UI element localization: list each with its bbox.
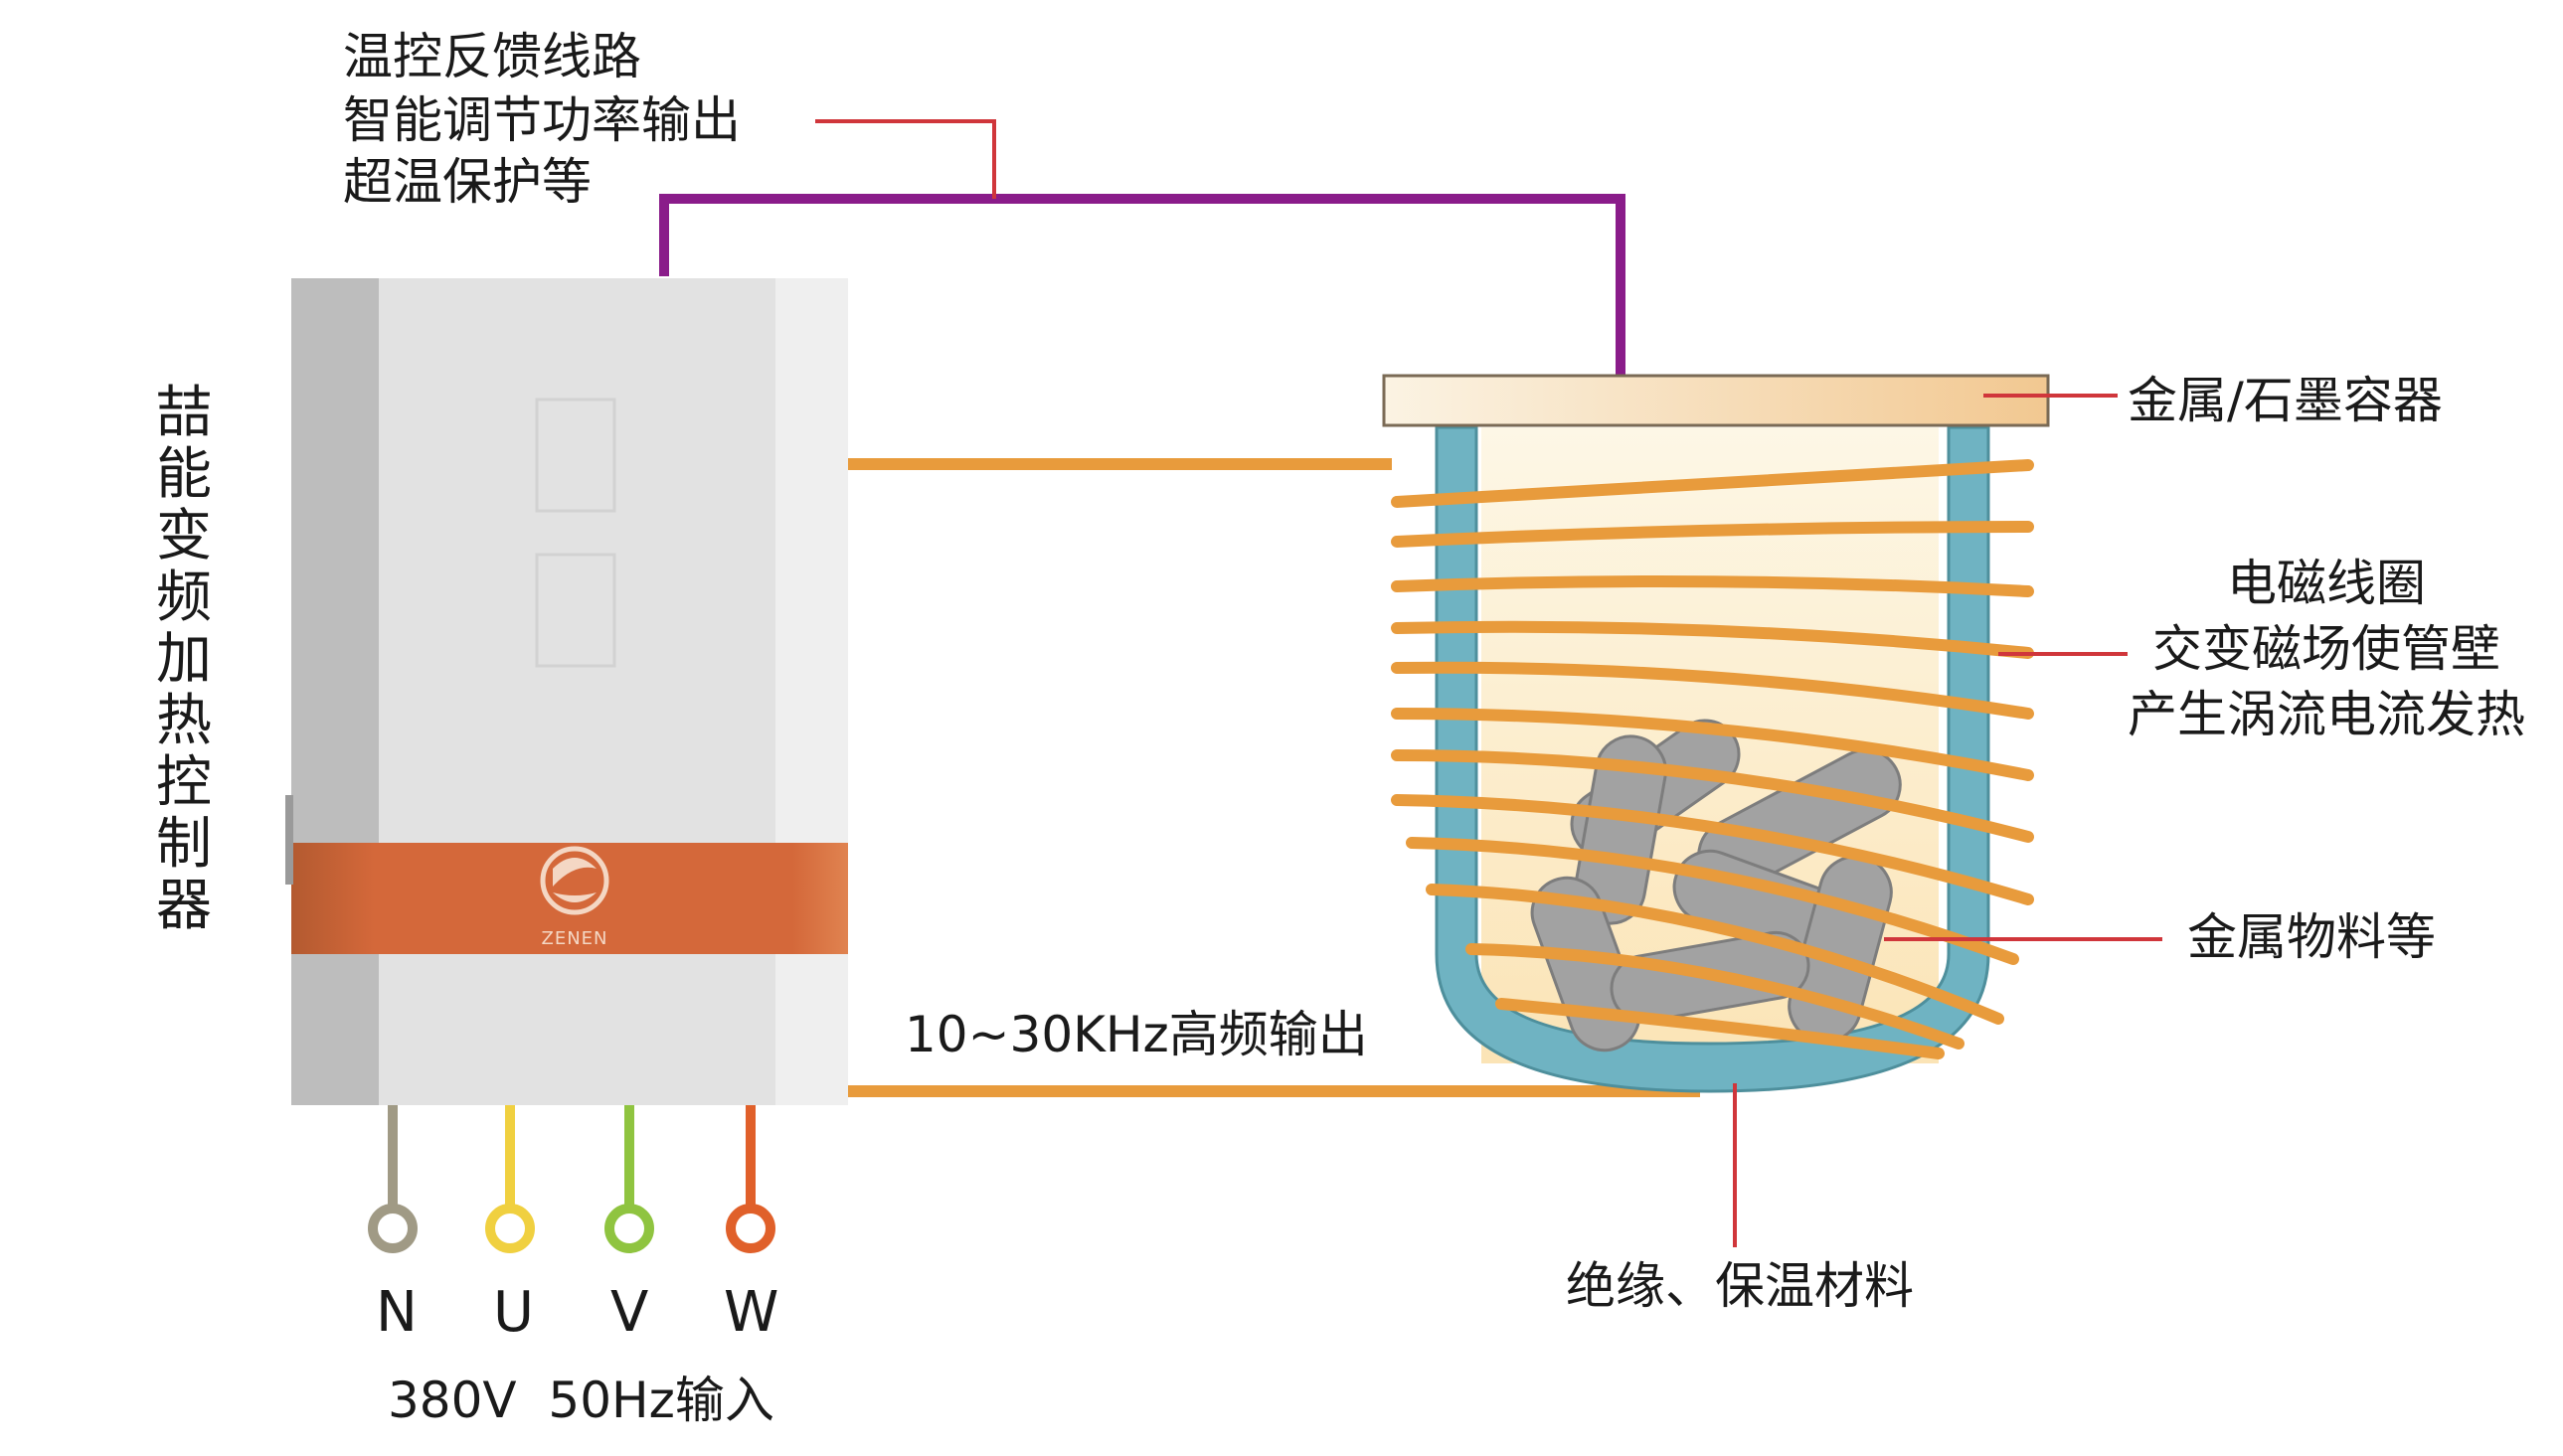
feedback-leader	[815, 119, 996, 199]
material-label: 金属物料等	[2187, 908, 2436, 966]
metal-material	[1530, 719, 1902, 1052]
hf-output-label: 10~30KHz高频输出	[905, 1006, 1368, 1063]
terminal-v-label: V	[610, 1280, 649, 1345]
leader-lines	[1733, 394, 2162, 1247]
terminal-u-label: U	[493, 1280, 534, 1345]
terminal-n-label: N	[376, 1280, 418, 1345]
insulation-label: 绝缘、保温材料	[1566, 1257, 1914, 1315]
terminal-w-icon	[726, 1204, 775, 1253]
coil-label-line-3: 产生涡流电流发热	[2128, 686, 2525, 743]
feedback-label-line-2: 智能调节功率输出	[343, 91, 741, 149]
induction-coil	[1391, 459, 2034, 1059]
controller-unit: ZENEN	[285, 278, 848, 1105]
terminal-u-icon	[485, 1204, 535, 1253]
coil-label-line-1: 电磁线圈	[2227, 555, 2426, 612]
logo-text: ZENEN	[541, 928, 607, 949]
coil-label-line-2: 交变磁场使管壁	[2152, 620, 2500, 678]
terminal-v-icon	[604, 1204, 654, 1253]
zenen-logo-icon: ZENEN	[540, 846, 609, 949]
feedback-label-line-3: 超温保护等	[343, 153, 592, 211]
input-spec-label: 380V 50Hz输入	[388, 1372, 774, 1429]
container-label: 金属/石墨容器	[2128, 372, 2443, 429]
feedback-wire	[659, 194, 1625, 376]
terminal-w-label: W	[724, 1280, 779, 1345]
input-terminals	[368, 1105, 775, 1253]
feedback-label-line-1: 温控反馈线路	[343, 28, 641, 85]
controller-name-label: 喆能变频加热控制器	[156, 381, 212, 938]
container-cap	[1382, 374, 2050, 427]
terminal-n-icon	[368, 1204, 418, 1253]
